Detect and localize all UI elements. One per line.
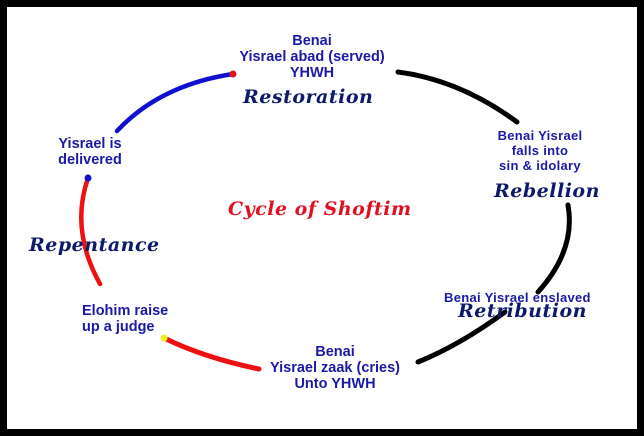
node-top-line-2: Yisrael abad (served) [239, 49, 385, 65]
node-bottom-line-1: Benai [315, 344, 355, 360]
arc-rebellion-top [395, 69, 520, 125]
node-lower-right-label: Benai Yisrael enslaved [444, 290, 591, 305]
node-lower-right-line-1: Benai Yisrael enslaved [444, 290, 591, 305]
stage-rebellion: Rebellion [494, 180, 600, 202]
arc-rebellion-right [535, 202, 572, 295]
diagram-canvas [7, 7, 637, 429]
node-bottom-label: Benai Yisrael zaak (cries) Unto YHWH [255, 344, 415, 392]
arc-repentance-bottom [161, 335, 262, 372]
node-top-label: Benai Yisrael abad (served) YHWH [232, 33, 392, 81]
node-dot-red [229, 70, 237, 78]
node-left-line-1: Yisrael is [58, 136, 122, 152]
node-top-line-3: YHWH [289, 65, 335, 81]
node-left-line-2: delivered [58, 152, 122, 168]
node-lower-left-line-2: up a judge [82, 319, 155, 335]
node-bottom-line-2: Yisrael zaak (cries) [269, 360, 401, 376]
node-top-line-1: Benai [292, 33, 332, 49]
node-right-line-1: Benai Yisrael [497, 128, 583, 143]
node-left-label: Yisrael is delivered [55, 136, 125, 168]
node-dot-yellow [160, 334, 168, 342]
arc-restoration [114, 71, 236, 134]
stage-retribution: Retribution [458, 300, 587, 322]
arc-repentance-left [79, 175, 103, 287]
node-lower-left-label: Elohim raise up a judge [82, 303, 168, 335]
node-right-label: Benai Yisrael falls into sin & idolary [490, 128, 590, 173]
node-bottom-line-3: Unto YHWH [294, 376, 376, 392]
node-right-line-2: falls into [511, 143, 569, 158]
node-dot-blue [84, 174, 92, 182]
diagram-title: Cycle of Shoftim [228, 198, 412, 220]
node-right-line-3: sin & idolary [499, 158, 581, 173]
stage-repentance: Repentance [29, 234, 160, 256]
arc-retribution [415, 309, 508, 365]
stage-restoration: Restoration [243, 86, 374, 108]
node-lower-left-line-1: Elohim raise [82, 303, 169, 319]
